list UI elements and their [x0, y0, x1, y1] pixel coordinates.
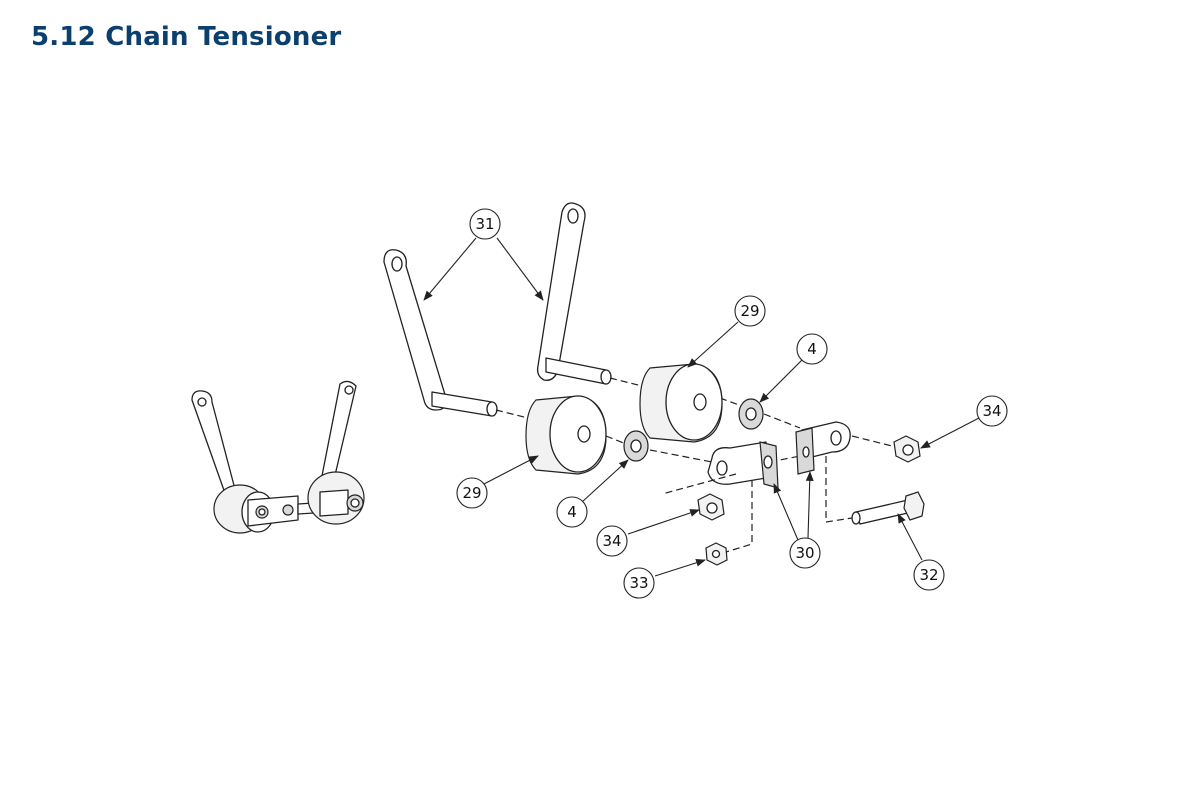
page-title: 5.12 Chain Tensioner: [31, 22, 342, 52]
callout-33-label: 33: [629, 574, 648, 592]
callout-31: 31: [469, 208, 501, 240]
callout-29-upper: 29: [734, 295, 766, 327]
nut-right: [893, 435, 921, 463]
callout-29-upper-label: 29: [740, 302, 759, 320]
tensioner-arm-upper: [536, 202, 612, 385]
callout-4-lower-label: 4: [567, 503, 577, 521]
locknut: [705, 542, 728, 566]
callout-32: 32: [913, 559, 945, 591]
leader-lines: [423, 237, 980, 577]
exploded-view: [383, 202, 925, 566]
callout-30: 30: [789, 537, 821, 569]
callout-34-lower-label: 34: [602, 532, 621, 550]
tensioner-arm-lower: [383, 249, 498, 417]
roller-upper: [639, 363, 723, 443]
callout-29-lower: 29: [456, 477, 488, 509]
callout-4-upper: 4: [796, 333, 828, 365]
washer-upper: [738, 398, 764, 430]
callout-32-label: 32: [919, 566, 938, 584]
roller-lower: [525, 395, 607, 475]
callout-33: 33: [623, 567, 655, 599]
callout-30-label: 30: [795, 544, 814, 562]
bracket-upper: [795, 421, 851, 475]
bolt: [851, 491, 925, 525]
callout-34-lower: 34: [596, 525, 628, 557]
bracket-lower: [707, 441, 779, 489]
washer-lower: [623, 430, 649, 462]
callout-34-right-label: 34: [982, 402, 1001, 420]
assembled-view: [191, 380, 365, 534]
callout-31-label: 31: [475, 215, 494, 233]
callout-34-right: 34: [976, 395, 1008, 427]
callout-4-upper-label: 4: [807, 340, 817, 358]
nut-lower: [697, 493, 725, 521]
callout-29-lower-label: 29: [462, 484, 481, 502]
callout-4-lower: 4: [556, 496, 588, 528]
